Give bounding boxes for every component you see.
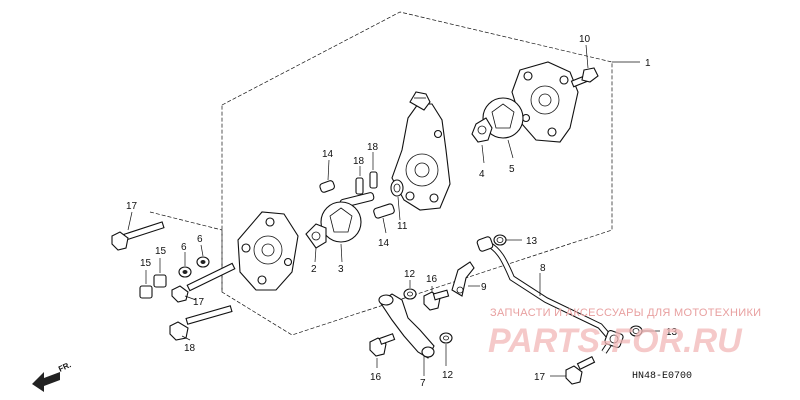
assembly-outline: [221, 11, 613, 336]
dowel-pin-18a: [355, 177, 364, 195]
callout-8: 8: [540, 263, 546, 274]
callout-16c: 17: [534, 372, 546, 383]
inner-rotor-4: [471, 117, 493, 143]
pump-cover-front: [237, 211, 299, 291]
bolt-17c: [169, 305, 233, 341]
washer-12a: [403, 288, 417, 300]
leader-6b: [200, 244, 204, 257]
leader-3: [340, 243, 343, 263]
leader-10: [585, 44, 589, 69]
outer-rotor-3: [320, 201, 362, 243]
collar-14a: [319, 180, 335, 193]
front-direction-arrow-icon: [32, 372, 60, 392]
callout-12a: 12: [404, 269, 416, 280]
o-ring-13a: [493, 234, 507, 246]
watermark-line1: ЗАПЧАСТИ И АКСЕССУАРЫ ДЛЯ МОТОТЕХНИКИ: [490, 307, 761, 319]
dowel-pin-18b: [369, 171, 378, 189]
callout-10: 10: [579, 34, 591, 45]
callout-17c: 18: [184, 343, 196, 354]
callout-13b: 13: [666, 327, 678, 338]
callout-6a: 6: [181, 242, 187, 253]
pump-body: [391, 91, 451, 211]
outer-rotor-5: [482, 97, 524, 139]
bolt-16a: [423, 289, 450, 311]
o-ring-13b: [629, 325, 643, 337]
pump-cover-rear: [511, 61, 579, 143]
callout-1: 1: [645, 58, 651, 69]
bolt-10: [570, 67, 599, 88]
leader-14b: [382, 217, 387, 234]
callout-11: 11: [397, 221, 408, 232]
washer-6a: [178, 266, 192, 278]
callout-7: 7: [420, 378, 426, 389]
callout-2: 2: [311, 264, 317, 275]
washer-12b: [439, 332, 453, 344]
callout-18a: 18: [353, 156, 365, 167]
leader-4: [481, 144, 485, 164]
watermark-line2: PARTS-FOR.RU: [488, 322, 743, 360]
callout-14a: 14: [322, 149, 334, 160]
leader-2: [314, 247, 317, 263]
collar-15a: [139, 285, 153, 299]
leader-5: [507, 139, 514, 159]
callout-14b: 14: [378, 238, 390, 249]
bolt-17a: [111, 221, 165, 251]
leader-17b: [184, 295, 197, 301]
callout-4: 4: [479, 169, 485, 180]
bolt-16c: [565, 356, 596, 385]
collar-14b: [373, 203, 395, 219]
leader-11: [397, 196, 401, 221]
oil-pipe-8: [476, 236, 624, 354]
callout-17b: 17: [193, 297, 205, 308]
leader-17c: [181, 335, 191, 341]
collar-15b: [153, 274, 167, 288]
oil-seal-11: [390, 179, 404, 197]
callout-5: 5: [509, 164, 515, 175]
joint-pipe-7: [378, 293, 435, 359]
callout-12b: 12: [442, 370, 454, 381]
bolt-16b: [369, 333, 396, 357]
drawing-code: HN48-E0700: [632, 371, 692, 382]
callout-6b: 6: [197, 234, 203, 245]
washer-6b: [196, 256, 210, 268]
bolt-17b: [171, 262, 236, 303]
callout-16b: 16: [370, 372, 382, 383]
callout-3: 3: [338, 264, 344, 275]
clamp-9: [451, 261, 475, 297]
direction-mark: FR.: [57, 360, 72, 374]
callout-16a: 16: [426, 274, 438, 285]
callout-15b: 15: [155, 246, 167, 257]
leader-17a: [127, 211, 133, 231]
callout-9: 9: [481, 282, 487, 293]
callout-17a: 17: [126, 201, 138, 212]
callout-15a: 15: [140, 258, 152, 269]
callout-18b: 18: [367, 142, 379, 153]
callout-13a: 13: [526, 236, 538, 247]
leader-14a: [327, 159, 330, 181]
inner-rotor-2: [305, 223, 327, 249]
